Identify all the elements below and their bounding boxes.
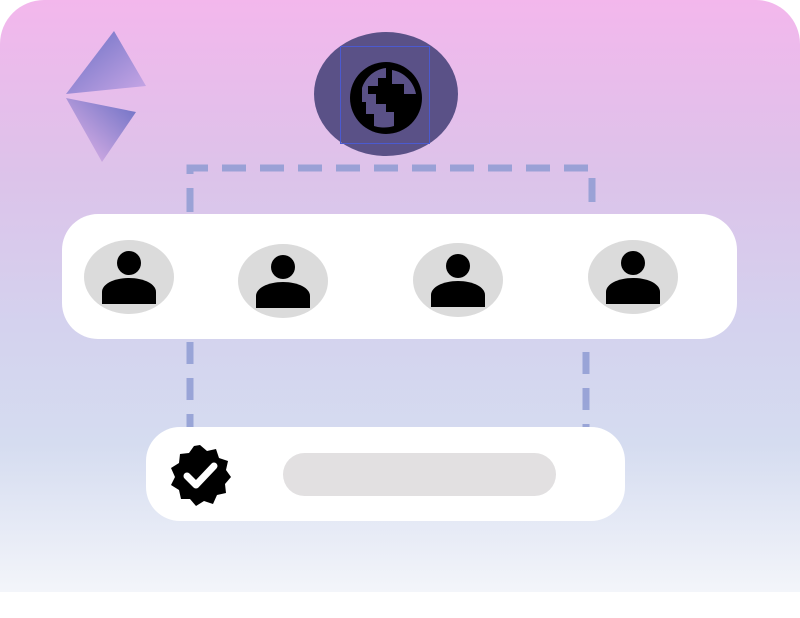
user-icon	[102, 251, 156, 304]
avatar[interactable]	[238, 244, 328, 318]
avatar[interactable]	[84, 240, 174, 314]
ethereum-logo-icon	[66, 31, 146, 162]
illustration-card	[0, 0, 800, 592]
avatar[interactable]	[413, 243, 503, 317]
text-placeholder-bar	[283, 453, 556, 496]
verified-badge-icon	[171, 445, 231, 506]
selection-frame	[340, 46, 430, 144]
user-icon	[256, 255, 310, 308]
user-icon	[431, 254, 485, 307]
avatar[interactable]	[588, 240, 678, 314]
users-panel	[62, 214, 737, 339]
status-panel	[146, 427, 625, 521]
user-icon	[606, 251, 660, 304]
globe-icon	[350, 62, 422, 134]
